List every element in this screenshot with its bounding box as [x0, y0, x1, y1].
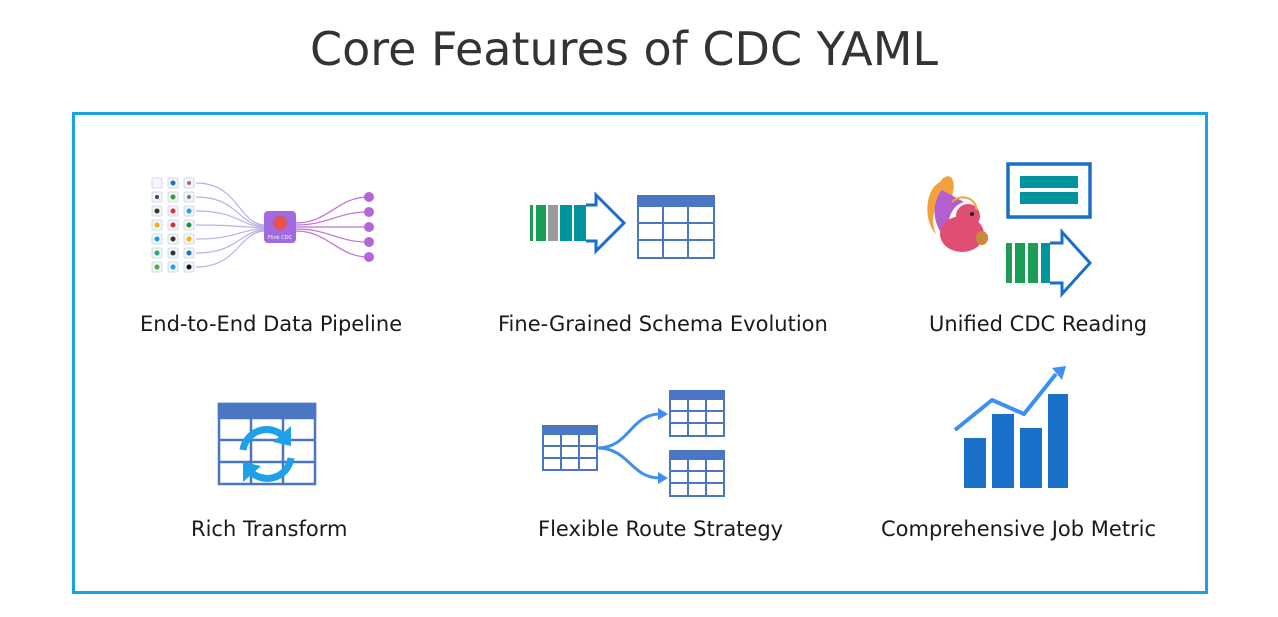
trend-line [953, 372, 1058, 432]
feature-label: Comprehensive Job Metric [881, 517, 1157, 541]
hub-label: Flink CDC [268, 235, 293, 241]
feature-label: End-to-End Data Pipeline [140, 312, 403, 336]
data-stream-bars [530, 205, 586, 241]
trend-arrow-icon [1052, 366, 1066, 380]
metric-icon [953, 366, 1068, 488]
source-logos [151, 177, 195, 273]
target-table-top [669, 390, 725, 437]
inbound-flow-lines [195, 182, 265, 268]
table-grid [217, 402, 317, 486]
squirrel-icon [273, 216, 287, 230]
feature-label: Unified CDC Reading [929, 312, 1148, 336]
feature-label: Rich Transform [191, 517, 348, 541]
route-arrows [596, 412, 661, 480]
refresh-icon [239, 426, 295, 482]
transform-icon [217, 402, 317, 486]
target-table-bottom [669, 450, 725, 497]
source-logo-marks [154, 180, 192, 270]
route-icon [542, 390, 725, 497]
arrow-right-icon [586, 191, 627, 255]
page-title: Core Features of CDC YAML [309, 22, 939, 76]
features-frame [72, 112, 1208, 594]
stream-bars [1006, 243, 1050, 283]
data-pipeline-icon: Flink CDC [151, 177, 374, 273]
arrow-right-icon [1050, 228, 1093, 298]
database-box [1006, 162, 1092, 219]
source-table [542, 425, 598, 471]
feature-label: Fine-Grained Schema Evolution [498, 312, 828, 336]
sink-nodes [364, 192, 374, 262]
arrow-head-icon [658, 472, 668, 484]
feature-label: Flexible Route Strategy [538, 517, 784, 541]
squirrel-logo-icon [927, 176, 988, 252]
unified-reading-icon [927, 162, 1093, 298]
outbound-flow-lines [295, 196, 369, 258]
schema-evolution-icon [530, 191, 715, 259]
arrow-head-icon [658, 408, 668, 420]
bar-chart-icon [964, 394, 1068, 488]
target-table [637, 195, 715, 259]
